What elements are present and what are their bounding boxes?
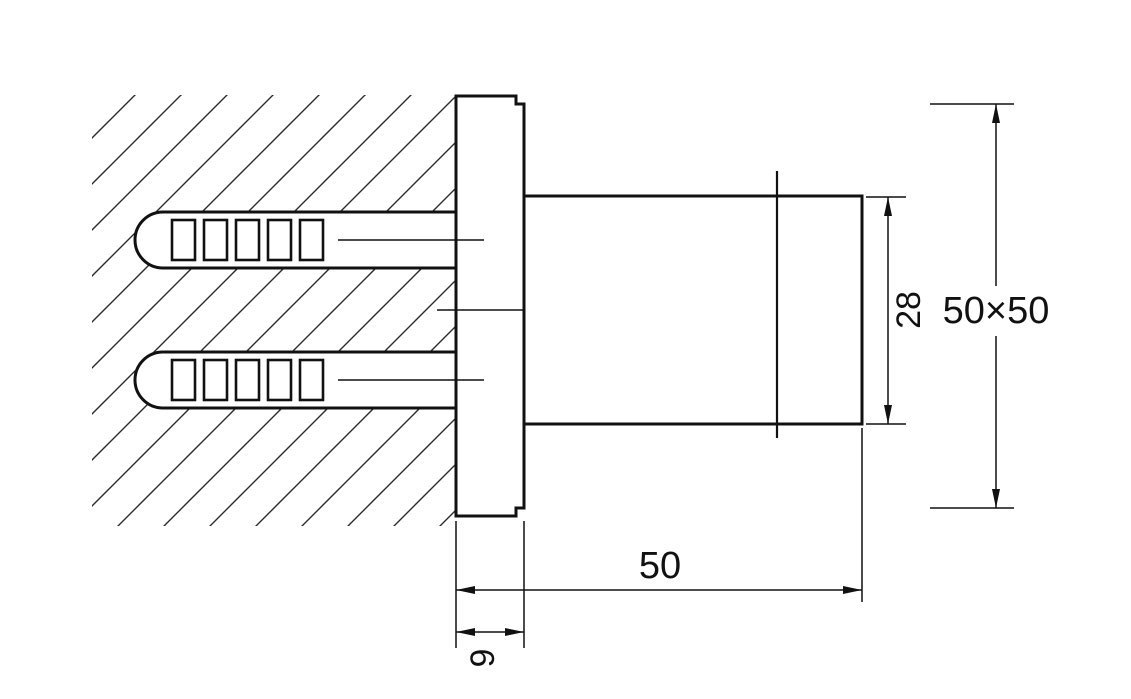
dim-label-plate-size: 50×50 [943, 290, 1050, 332]
anchor-upper [133, 210, 459, 270]
dim-label-body-diameter: 28 [890, 291, 928, 329]
anchor-slots [170, 218, 325, 262]
dim-label-plate-thickness: 9 [464, 649, 502, 668]
anchor-slot [266, 218, 293, 262]
arrowhead-up [992, 104, 1000, 123]
dimension-plate-size: 50×50 [930, 103, 1050, 509]
anchor-lower [133, 350, 459, 410]
arrowhead-right [505, 628, 524, 636]
anchor-slot [298, 358, 325, 402]
arrowhead-right [843, 586, 862, 594]
dimension-body-length: 50 [455, 428, 863, 648]
anchor-slot [202, 218, 229, 262]
wall-hatch-section [92, 95, 456, 526]
anchor-slot [234, 358, 261, 402]
anchor-slot [266, 358, 293, 402]
anchor-slot [234, 218, 261, 262]
anchor-slot [170, 218, 197, 262]
anchor-slot [170, 358, 197, 402]
mounting-plate [454, 94, 526, 518]
arrowhead-up [884, 197, 892, 216]
arrowhead-left [456, 628, 475, 636]
anchor-slot [202, 358, 229, 402]
dim-label-body-length: 50 [639, 545, 681, 587]
arrowhead-down [992, 489, 1000, 508]
arrowhead-down [884, 405, 892, 424]
dimension-body-diameter: 28 [866, 196, 928, 425]
arrowhead-left [456, 586, 475, 594]
anchor-slot [298, 218, 325, 262]
body-cylinder [522, 194, 864, 426]
anchor-slots [170, 358, 325, 402]
dimension-plate-thickness: 9 [456, 628, 524, 667]
